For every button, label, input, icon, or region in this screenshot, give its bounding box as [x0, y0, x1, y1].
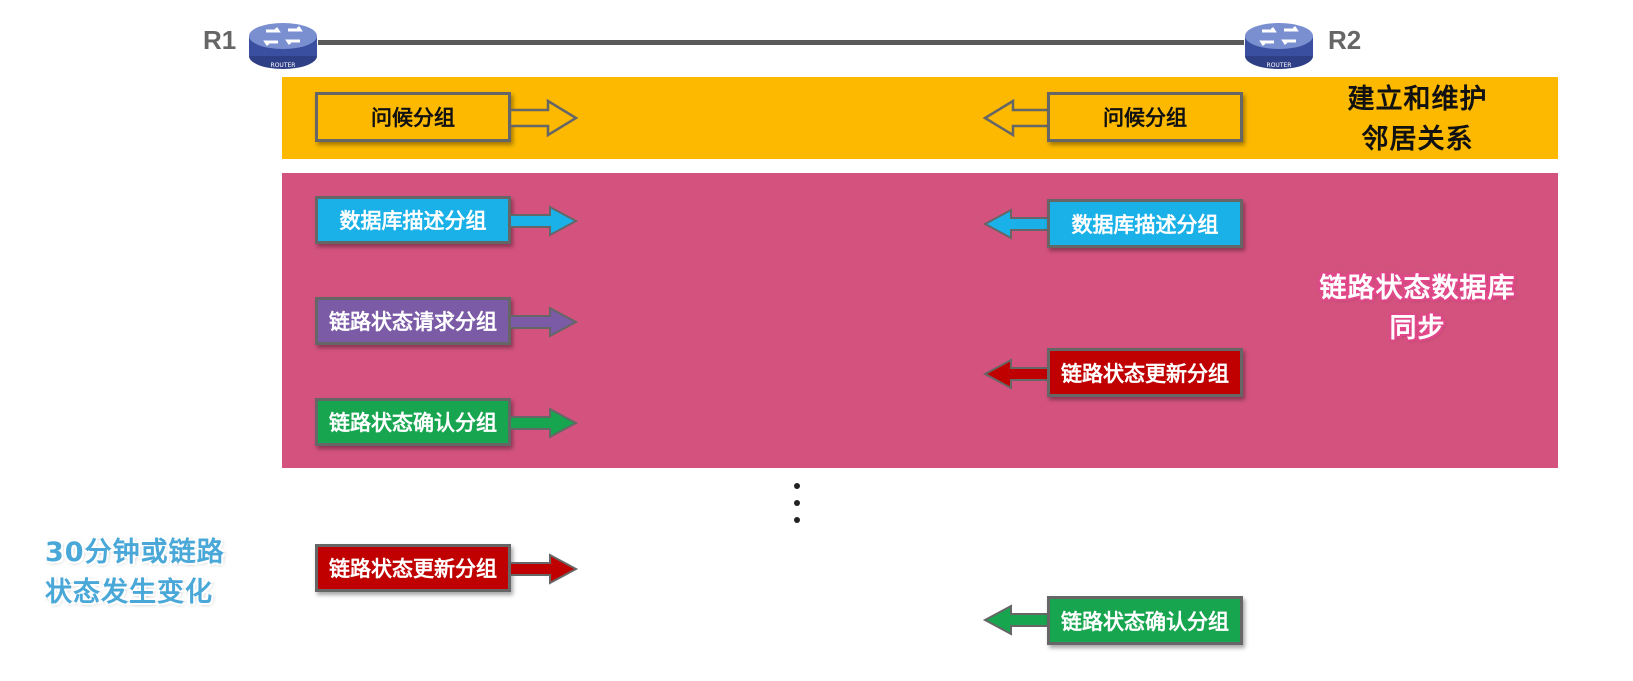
router-icon: ROUTER — [1242, 16, 1316, 72]
link-line — [318, 40, 1244, 45]
hello-packet-r1: 问候分组 — [315, 92, 511, 142]
lsu-packet-r1-later: 链路状态更新分组 — [315, 544, 511, 592]
router-r2-label: R2 — [1328, 25, 1362, 55]
arrow-right-icon — [508, 98, 579, 138]
router-r1-label: R1 — [203, 25, 237, 55]
ellipsis-dot — [794, 483, 800, 489]
arrow-right-icon — [509, 407, 579, 439]
arrow-left-icon — [982, 358, 1052, 390]
ellipsis-dot — [794, 517, 800, 523]
lsr-packet-r1: 链路状态请求分组 — [315, 297, 511, 345]
arrow-right-icon — [509, 205, 579, 237]
router-icon: ROUTER — [246, 16, 320, 72]
dbd-packet-r2: 数据库描述分组 — [1047, 199, 1243, 248]
arrow-right-icon — [509, 306, 579, 338]
dbd-packet-r1: 数据库描述分组 — [315, 196, 511, 244]
svg-text:ROUTER: ROUTER — [1267, 62, 1292, 69]
lsdb-sync-band-label: 链路状态数据库 同步 — [1319, 273, 1516, 344]
lsack-packet-r2-later: 链路状态确认分组 — [1047, 596, 1243, 645]
lsu-packet-r2: 链路状态更新分组 — [1047, 348, 1243, 397]
neighbor-band-label: 建立和维护 邻居关系 — [1347, 84, 1488, 155]
arrow-left-icon — [982, 208, 1052, 240]
arrow-left-icon — [982, 604, 1052, 636]
arrow-right-icon — [509, 553, 579, 585]
event-trigger-label: 30分钟或链路 状态发生变化 — [45, 537, 225, 608]
svg-text:ROUTER: ROUTER — [271, 62, 296, 69]
arrow-left-icon — [982, 98, 1053, 138]
ellipsis-dot — [794, 500, 800, 506]
hello-packet-r2: 问候分组 — [1047, 92, 1243, 142]
lsack-packet-r1: 链路状态确认分组 — [315, 398, 511, 446]
